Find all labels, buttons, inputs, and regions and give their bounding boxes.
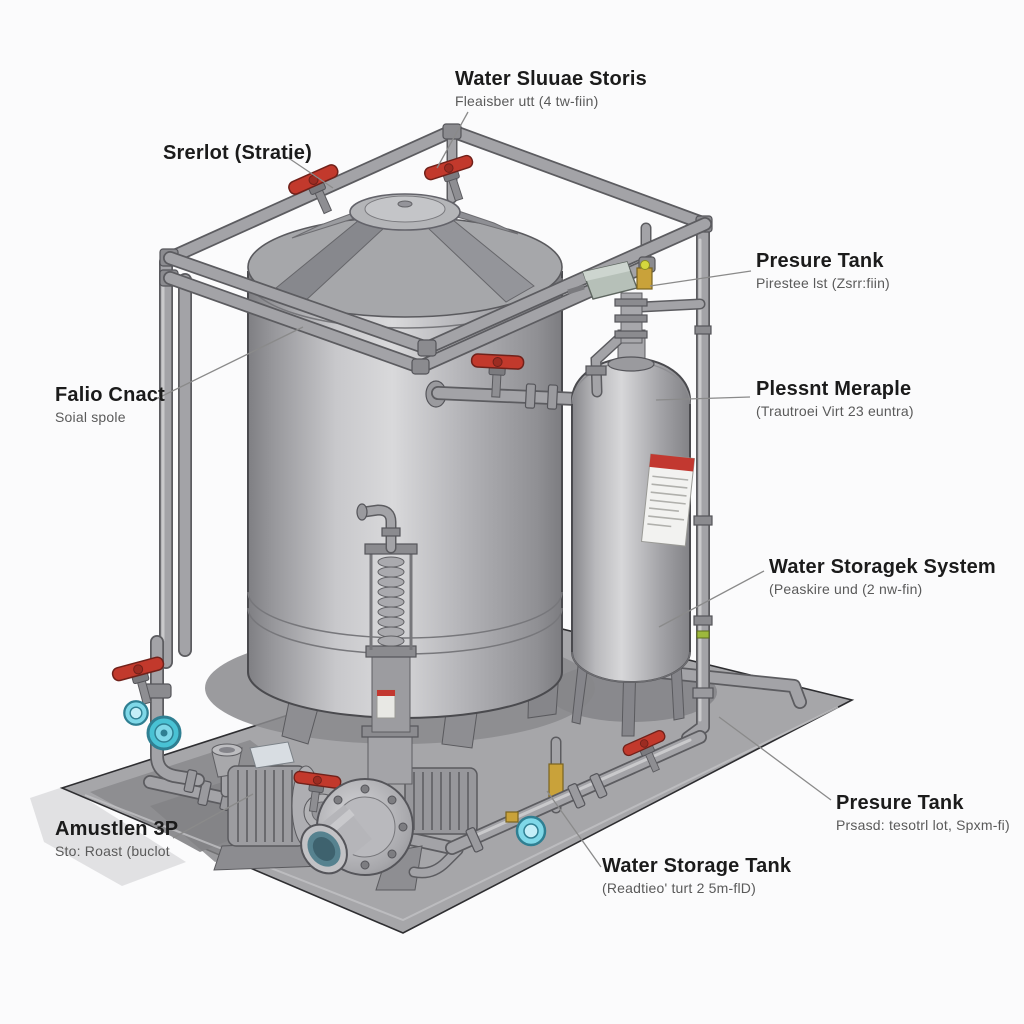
label-pressure-gauge: Plessnt Meraple (Trautroei Virt 23 euntr…	[756, 378, 914, 419]
label-pump: Amustlen 3P Sto: Roast (buclot	[55, 818, 178, 859]
label-title: Water Sluuae Storis	[455, 68, 647, 90]
label-pressure-tank-upper: Presure Tank Pirestee lst (Zsrr:fiin)	[756, 250, 890, 291]
brass-fitting	[636, 267, 653, 290]
spring-column	[356, 503, 419, 785]
pressure-tank-sticker	[640, 453, 696, 547]
front-base-piping	[445, 728, 707, 855]
spring-coil	[377, 556, 405, 647]
label-title: Plessnt Meraple	[756, 378, 912, 400]
label-title: Presure Tank	[756, 250, 884, 272]
label-subtitle: (Peaskire und (2 nw-fin)	[769, 581, 923, 597]
pump-assembly	[143, 503, 478, 891]
label-storage-system: Water Storagek System (Peaskire und (2 n…	[769, 556, 996, 597]
pipe-green-band	[696, 630, 710, 639]
label-title: Presure Tank	[836, 792, 964, 814]
pump-volute	[300, 778, 423, 891]
label-title: Water Storage Tank	[602, 855, 792, 877]
label-title: Srerlot (Stratie)	[163, 142, 312, 164]
solenoid-cable	[567, 284, 585, 295]
left-valve-assembly	[110, 635, 205, 794]
base-gauge-icon	[515, 815, 547, 847]
label-title: Water Storagek System	[769, 556, 996, 578]
label-title: Amustlen 3P	[55, 818, 179, 840]
water-storage-tank	[247, 193, 563, 749]
terminal-box	[249, 741, 295, 769]
label-title: Falio Cnact	[55, 384, 165, 406]
label-subtitle: Prsasd: tesotrl lot, Spxm-fi)	[836, 817, 1010, 833]
left-gauge-small-icon	[123, 700, 149, 726]
label-subtitle: (Readtieo' turt 2 5m-flD)	[602, 880, 756, 896]
pump-motor-right	[404, 767, 478, 835]
label-top-system: Water Sluuae Storis Fleaisber utt (4 tw-…	[455, 68, 647, 109]
label-fill-connect: Falio Cnact Soial spole	[55, 384, 165, 425]
frame-valve-left-icon	[286, 162, 353, 224]
solenoid-assembly	[567, 260, 706, 398]
label-water-storage-tank: Water Storage Tank (Readtieo' turt 2 5m-…	[602, 855, 791, 896]
left-gauge-large-icon	[146, 715, 182, 751]
label-inlet-valve: Srerlot (Stratie)	[163, 142, 312, 165]
label-subtitle: Soial spole	[55, 409, 126, 425]
label-pressure-tank-lower: Presure Tank Prsasd: tesotrl lot, Spxm-f…	[836, 792, 1010, 833]
label-subtitle: (Trautroei Virt 23 euntra)	[756, 403, 914, 419]
leader-lines	[151, 111, 832, 868]
label-subtitle: Fleaisber utt (4 tw-fiin)	[455, 93, 599, 109]
label-subtitle: Sto: Roast (buclot	[55, 843, 170, 859]
pump-inlet-bore	[300, 823, 348, 875]
label-subtitle: Pirestee lst (Zsrr:fiin)	[756, 275, 890, 291]
tank-lid	[349, 193, 461, 231]
